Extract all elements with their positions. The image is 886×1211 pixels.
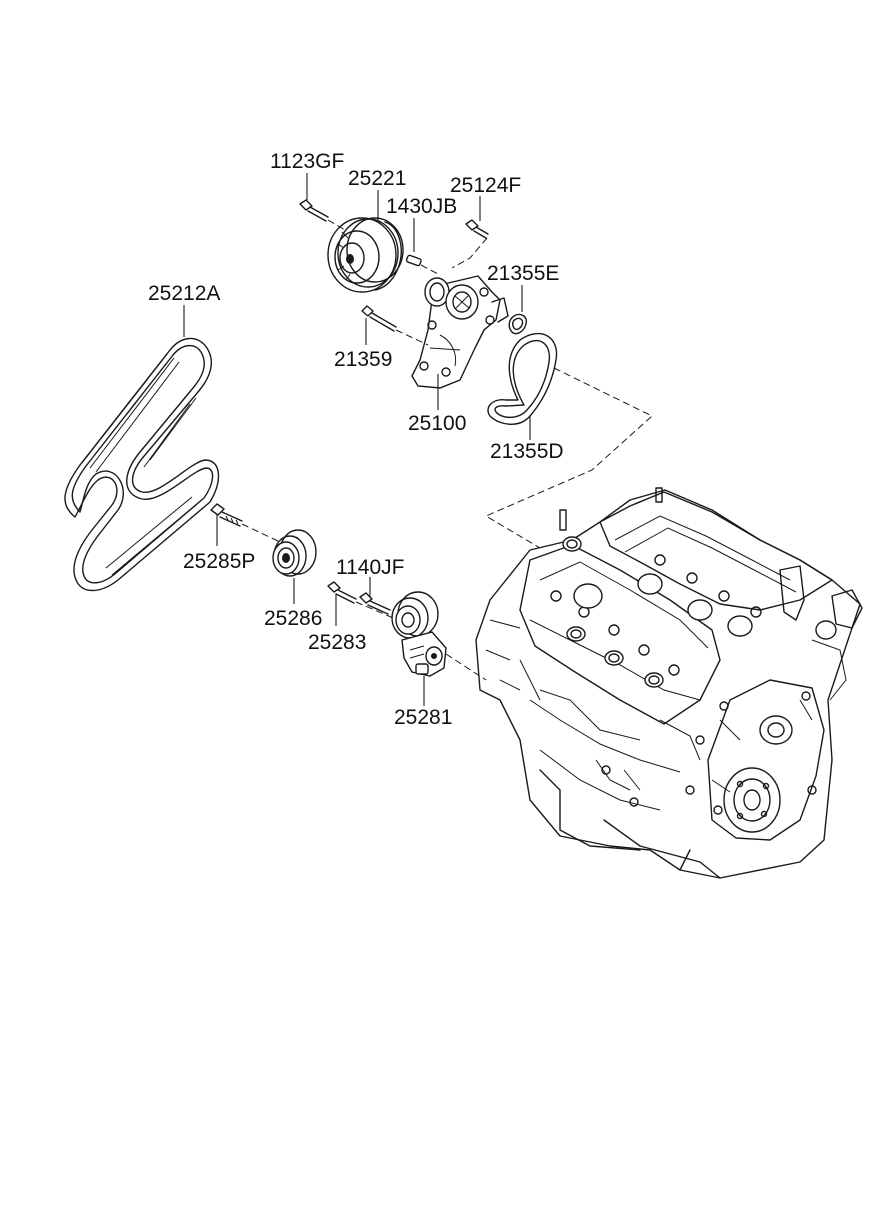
label-1140JF: 1140JF <box>336 556 405 579</box>
water-pump-pulley-25221[interactable] <box>327 217 404 293</box>
idler-pulley-25286[interactable] <box>272 529 317 577</box>
bolt-1140JF[interactable] <box>359 592 391 615</box>
axis-25285P <box>241 523 281 543</box>
drive-belt-25212A[interactable] <box>64 337 220 592</box>
water-pump-25100[interactable] <box>411 275 509 389</box>
oring-21355E[interactable] <box>508 313 528 335</box>
axis-25124F <box>451 237 488 269</box>
label-21355D: 21355D <box>490 440 564 463</box>
axis-1430JB <box>420 264 441 276</box>
label-25212A: 25212A <box>148 282 220 305</box>
assembly-line <box>484 367 653 549</box>
bolt-25283[interactable] <box>327 581 357 604</box>
bolt-25124F[interactable] <box>465 219 489 239</box>
label-25285P: 25285P <box>183 550 255 573</box>
bolt-25285P[interactable] <box>210 503 243 527</box>
label-25283: 25283 <box>308 631 366 654</box>
tensioner-25281[interactable] <box>391 591 447 677</box>
label-21359: 21359 <box>334 348 392 371</box>
axis-25283 <box>355 601 399 621</box>
axis-1123GF <box>327 219 346 231</box>
label-21355E: 21355E <box>487 262 559 285</box>
dowel-1430JB[interactable] <box>405 254 422 267</box>
label-25221: 25221 <box>348 167 406 190</box>
label-1430JB: 1430JB <box>386 195 457 218</box>
label-25124F: 25124F <box>450 174 521 197</box>
axis-21359 <box>395 329 429 346</box>
bolt-1123GF[interactable] <box>299 199 329 222</box>
label-1123GF: 1123GF <box>270 150 344 173</box>
gasket-21355D[interactable] <box>487 332 558 425</box>
label-25100: 25100 <box>408 412 466 435</box>
bolt-21359[interactable] <box>361 305 397 332</box>
label-25286: 25286 <box>264 607 322 630</box>
engine-assembly <box>475 487 863 879</box>
axis-25281 <box>445 653 487 681</box>
label-25281: 25281 <box>394 706 452 729</box>
